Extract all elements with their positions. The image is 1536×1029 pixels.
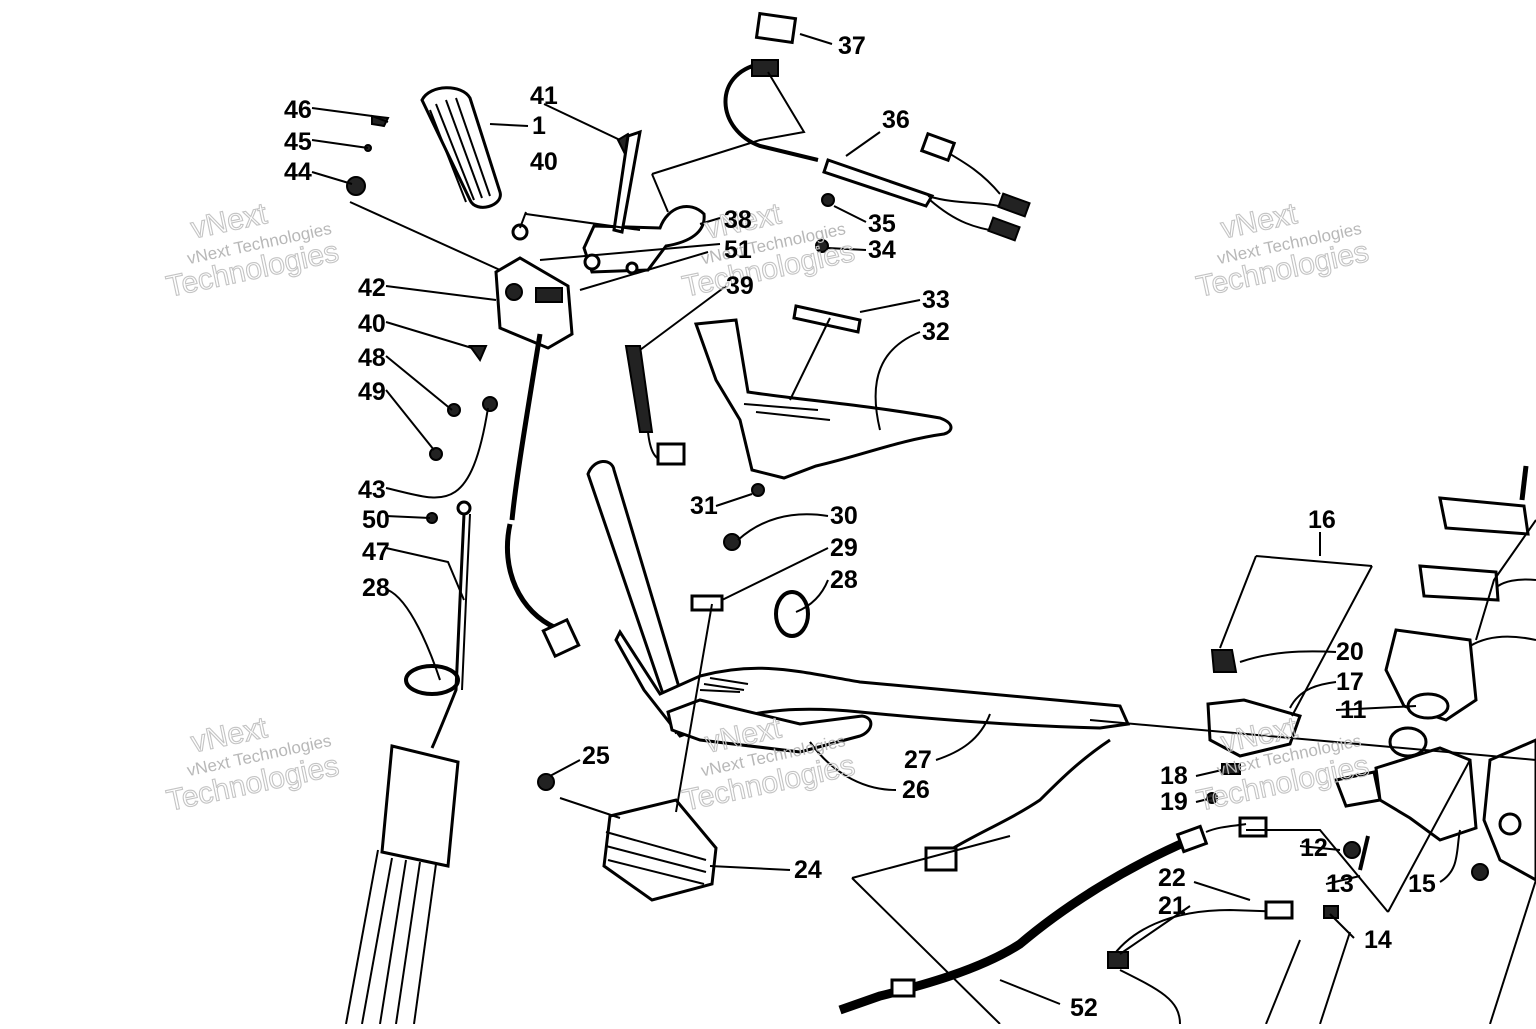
callout-40-top: 40: [530, 148, 558, 176]
callout-25: 25: [582, 742, 610, 770]
callout-27: 27: [904, 746, 932, 774]
part-pivot-bolt: [612, 129, 642, 234]
callout-30: 30: [830, 502, 858, 530]
callout-46: 46: [284, 96, 312, 124]
callout-29: 29: [830, 534, 858, 562]
callout-44: 44: [284, 158, 312, 186]
callout-28-right: 28: [830, 566, 858, 594]
part-grip: [420, 86, 502, 209]
part-clamp-hardware: [690, 193, 835, 638]
part-small-hardware: [346, 114, 498, 524]
callout-41: 41: [530, 82, 558, 110]
watermark-top-center: vNext vNext Technologies Technologies: [679, 197, 858, 304]
callout-37: 37: [838, 32, 866, 60]
callout-43: 43: [358, 476, 386, 504]
part-gauge-box: [537, 773, 718, 902]
watermark-bottom-left: vNext vNext Technologies Technologies: [163, 711, 342, 819]
part-switch-assembly: [1206, 649, 1302, 804]
callout-33: 33: [922, 286, 950, 314]
callout-11: 11: [1340, 696, 1367, 724]
part-handlebar: [586, 460, 1131, 754]
callout-36: 36: [882, 106, 910, 134]
callout-14: 14: [1364, 926, 1392, 954]
part-cable-clamp-left: [404, 664, 460, 696]
callout-40-left: 40: [358, 310, 386, 338]
callout-28-left: 28: [362, 574, 390, 602]
callout-22: 22: [1158, 864, 1186, 892]
callout-26: 26: [902, 776, 930, 804]
callout-35: 35: [868, 210, 896, 238]
callout-52: 52: [1070, 994, 1098, 1022]
callout-24: 24: [794, 856, 822, 884]
callout-32: 32: [922, 318, 950, 346]
watermark-top-left: vNext vNext Technologies Technologies: [163, 197, 342, 305]
callout-15: 15: [1408, 870, 1436, 898]
callout-45: 45: [284, 128, 312, 156]
callout-20: 20: [1336, 638, 1364, 666]
part-hand-guard: [693, 304, 953, 480]
part-main-harness: [838, 738, 1339, 1025]
callout-17: 17: [1336, 668, 1364, 696]
callout-18: 18: [1160, 762, 1188, 790]
callout-47: 47: [362, 538, 390, 566]
callout-21: 21: [1158, 892, 1186, 920]
part-mounting-bracket: [1333, 465, 1536, 882]
leader-lines: [311, 33, 1536, 1025]
callout-16: 16: [1308, 506, 1336, 534]
callout-1: 1: [532, 112, 546, 140]
callout-39: 39: [726, 272, 754, 300]
part-brake-lever: [582, 132, 706, 275]
callout-labels: 1 11 12 13 14 15 16 17 18 19 20 21 22 24…: [284, 32, 1436, 1022]
part-kill-switch: [624, 345, 686, 466]
callout-34: 34: [868, 236, 896, 264]
callout-38: 38: [724, 206, 752, 234]
part-throttle-cable: [430, 333, 581, 749]
callout-19: 19: [1160, 788, 1188, 816]
callout-31: 31: [690, 492, 718, 520]
callout-42: 42: [358, 274, 386, 302]
part-throttle-housing: [494, 223, 574, 350]
callout-13: 13: [1326, 870, 1354, 898]
callout-51: 51: [724, 236, 752, 264]
part-cover: [754, 11, 798, 45]
callout-50: 50: [362, 506, 390, 534]
part-wire-harness: [723, 59, 1031, 242]
part-carburetor-body: [345, 744, 460, 1025]
callout-49: 49: [358, 378, 386, 406]
watermark-top-right: vNext vNext Technologies Technologies: [1193, 197, 1372, 305]
callout-48: 48: [358, 344, 386, 372]
callout-12: 12: [1300, 834, 1328, 862]
